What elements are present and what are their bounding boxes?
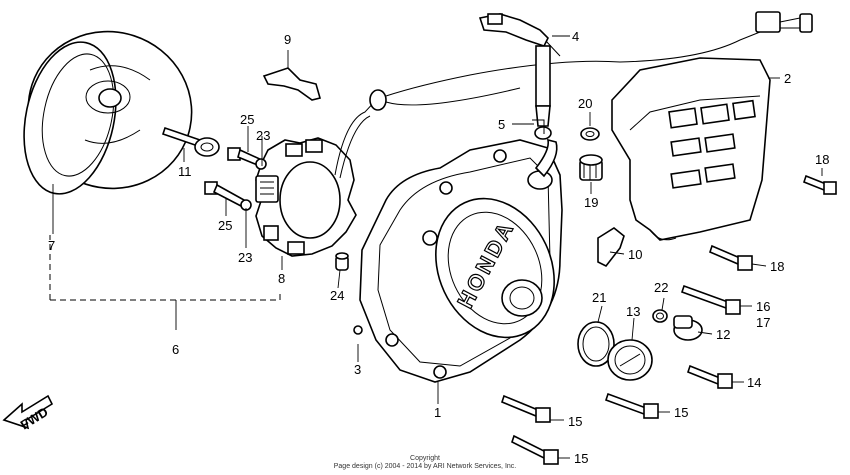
callout-1: 1 xyxy=(434,405,441,420)
kit-bracket xyxy=(49,235,281,330)
callout-16: 16 xyxy=(756,299,770,314)
callout-19: 19 xyxy=(584,195,598,210)
crankcase-cover: HONDA xyxy=(353,138,563,383)
stator xyxy=(255,137,357,257)
rear-cover xyxy=(611,57,771,241)
callout-13: 13 xyxy=(626,304,640,319)
cover-bolt-14 xyxy=(687,364,733,389)
callout-18a: 18 xyxy=(815,152,829,167)
callout-7: 7 xyxy=(48,238,55,253)
callout-20: 20 xyxy=(578,96,592,111)
callout-12: 12 xyxy=(716,327,730,342)
callout-25a: 25 xyxy=(240,112,254,127)
copyright-line1: Copyright xyxy=(410,455,440,462)
callout-15a: 15 xyxy=(568,414,582,429)
callout-18b: 18 xyxy=(770,259,784,274)
callout-17: 17 xyxy=(756,315,770,330)
callout-11: 11 xyxy=(178,164,192,179)
cover-bolt-15b xyxy=(604,392,659,419)
flywheel xyxy=(23,30,193,195)
leader-lines xyxy=(52,35,823,459)
callout-10: 10 xyxy=(628,247,642,262)
callout-25b: 25 xyxy=(218,218,232,233)
wire-clamp xyxy=(262,67,321,101)
cover-bolt-15a xyxy=(501,394,551,423)
wire-harness xyxy=(334,11,813,179)
stator-bolts xyxy=(204,147,267,211)
callout-24: 24 xyxy=(330,288,344,303)
copyright-block: Copyright Page design (c) 2004 - 2014 by… xyxy=(0,455,850,471)
dowel-pin xyxy=(335,252,349,271)
callout-2: 2 xyxy=(784,71,791,86)
pulse-generator xyxy=(478,13,552,140)
callout-22: 22 xyxy=(654,280,668,295)
callout-15c: 15 xyxy=(574,451,588,466)
callout-23a: 23 xyxy=(256,128,270,143)
flywheel-bolt xyxy=(161,126,220,157)
callout-8: 8 xyxy=(278,271,285,286)
wire-clip xyxy=(597,227,625,268)
callout-3: 3 xyxy=(354,362,361,377)
callout-15b: 15 xyxy=(674,405,688,420)
timing-cap xyxy=(652,309,703,341)
callout-numbers: 1 2 3 4 5 6 7 8 9 10 11 12 13 14 15 15 1… xyxy=(48,29,829,466)
cover-bolt-mid xyxy=(709,244,753,271)
callout-9: 9 xyxy=(284,32,291,47)
callout-6: 6 xyxy=(172,342,179,357)
needle-bearing xyxy=(579,127,603,181)
copyright-line2: Page design (c) 2004 - 2014 by ARI Netwo… xyxy=(333,463,517,470)
callout-21: 21 xyxy=(592,290,606,305)
forward-arrow: FWD xyxy=(2,394,54,433)
callout-23b: 23 xyxy=(238,250,252,265)
cover-bolt-16 xyxy=(680,284,741,315)
callout-5: 5 xyxy=(498,117,505,132)
hole-cap xyxy=(577,321,653,381)
callout-14: 14 xyxy=(747,375,761,390)
cover-bolt-upper xyxy=(803,174,837,195)
cover-bolt-15c xyxy=(511,434,559,465)
callout-4: 4 xyxy=(572,29,579,44)
